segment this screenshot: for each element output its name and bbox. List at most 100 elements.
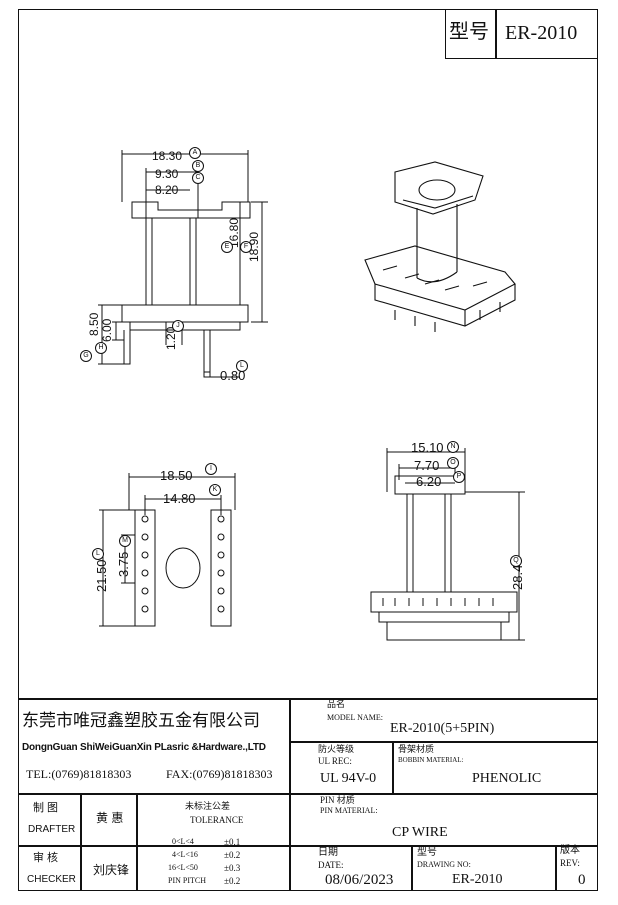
side-base [121,304,249,323]
model-header-divider [495,9,497,59]
dim-front-w2: 7.70 [414,458,440,473]
dimension-tag: N [447,441,459,453]
model-label-cn: 品名 [327,699,346,709]
side-pin-left [123,330,131,365]
checker-name: 刘庆锋 [93,863,130,877]
front-base [370,591,518,613]
tolerance-row: 4<L<16 [172,850,198,859]
type-label: 型号 [449,21,489,43]
dimension-tag: L [236,360,248,372]
dimension-tag: F [240,241,252,253]
drafter-name: 黄 惠 [96,811,124,825]
dim-bottom-width: 18.50 [160,468,193,483]
title-block-ul-divider [392,741,394,793]
pin-label-en: PIN MATERIAL: [320,806,378,815]
tolerance-label-en: TOLERANCE [190,815,244,825]
front-view-drawing [370,448,525,641]
dimension-tag: Q [510,555,522,567]
title-block-left-col1 [80,793,82,891]
pin-label-cn: PIN 材质 [320,795,355,805]
dim-side-width: 18.30 [152,149,183,163]
dim-side-pin1: 8.50 [87,312,101,336]
dimension-tag: L [92,548,104,560]
dimension-tag: B [192,160,204,172]
iso-core-hole [418,179,456,201]
date-label-en: DATE: [318,860,344,870]
model-header-box [445,9,598,59]
tolerance-value: ±0.2 [224,850,241,860]
company-tel: TEL:(0769)81818303 [26,767,132,781]
tolerance-row: 16<L<50 [168,863,198,872]
date-label-cn: 日期 [318,847,338,858]
dimension-tag: E [221,241,233,253]
dim-side-inner2: 8.20 [155,183,179,197]
model-label-en: MODEL NAME: [327,713,383,722]
drawing-value: ER-2010 [452,872,503,887]
company-fax: FAX:(0769)81818303 [166,767,273,781]
title-block-top-line [18,698,598,700]
dim-front-w1: 15.10 [411,440,444,455]
title-block-rev-divider [555,845,557,891]
tolerance-row: 0<L<4 [172,837,194,846]
title-block-right-row2 [290,741,598,743]
iso-core [416,204,458,278]
ul-label-cn: 防火等级 [318,744,355,754]
date-value: 08/06/2023 [325,872,394,888]
dim-side-inner1: 9.30 [155,167,179,181]
side-pin-right [203,330,211,373]
dimension-tag: C [192,172,204,184]
iso-top-flange [394,161,484,215]
drawing-label-cn: 型号 [417,847,437,858]
bobbin-value: PHENOLIC [472,771,542,786]
dim-bottom-inner: 14.80 [163,491,196,506]
pin-value: CP WIRE [392,825,448,840]
dim-side-pin-dia: 0.80 [220,368,246,383]
side-base-inner [129,322,241,331]
title-block-company-bottom-line [18,793,290,795]
checker-label-cn: 审 核 [33,852,59,864]
dimension-tag: M [119,535,131,547]
drafter-label-en: DRAFTER [28,824,76,835]
drawing-frame [18,9,598,891]
side-view-drawing [98,150,268,378]
dimension-tag: I [205,463,217,475]
ul-value: UL 94V-0 [320,771,377,786]
bobbin-label-cn: 骨架材质 [398,744,435,754]
rev-label-cn: 版本 [560,845,580,856]
dimension-tag: A [189,147,201,159]
dimension-tag: H [95,342,107,354]
checker-label-en: CHECKER [27,874,76,885]
bottom-left-rail [134,509,156,627]
ul-label-en: UL REC: [318,756,352,766]
dimension-tag: O [447,457,459,469]
model-value: ER-2010(5+5PIN) [390,721,495,736]
side-top-flange [131,201,251,219]
title-block-right-row3 [290,793,598,795]
tolerance-row: PIN PITCH [168,876,207,885]
bobbin-label-en: BOBBIN MATERIAL: [398,756,464,764]
title-block-right-row4 [290,845,598,847]
dimension-tag: P [453,471,465,483]
drafter-label-cn: 制 图 [33,802,59,814]
dim-side-pin2: 6.00 [100,318,114,342]
bottom-center-hole [165,547,201,589]
dim-front-w3: 6.20 [416,474,442,489]
dimension-tag: J [172,320,184,332]
company-name-cn: 东莞市唯冠鑫塑胶五金有限公司 [22,711,260,730]
bottom-right-rail [210,509,232,627]
tolerance-value: ±0.1 [224,837,241,847]
dimension-tag: K [209,484,221,496]
dim-bottom-height: 21.50 [94,559,109,592]
dim-bottom-pitch: 3.75 [116,551,131,577]
front-top-flange [394,475,466,495]
isometric-view-drawing [364,161,516,332]
title-block-date-divider [411,845,413,891]
bottom-pin-circles [141,515,225,613]
tolerance-value: ±0.2 [224,876,241,886]
dimension-tag: G [80,350,92,362]
rev-value: 0 [578,872,586,888]
company-name-en: DongnGuan ShiWeiGuanXin PLasric &Hardwar… [22,742,266,753]
tolerance-label-cn: 未标注公差 [185,801,231,811]
title-block-mid-vertical [289,698,291,891]
bottom-view-drawing [99,473,236,627]
